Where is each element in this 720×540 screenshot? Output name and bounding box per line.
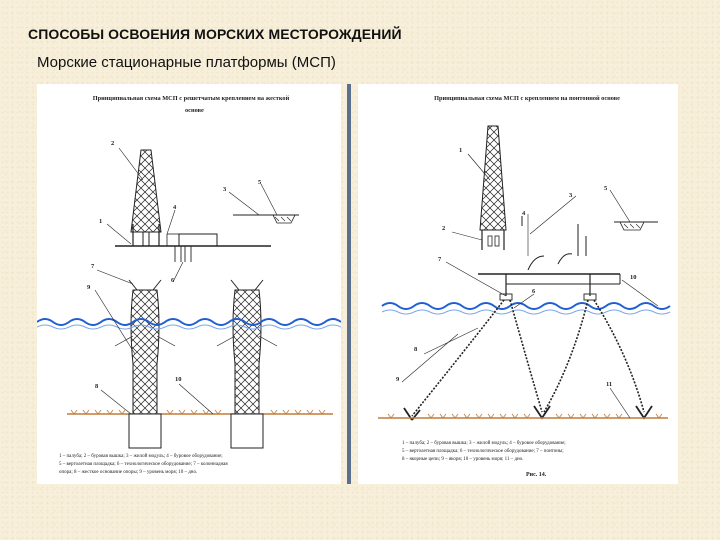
leader-lines bbox=[401, 153, 659, 419]
caption-line: 8 – якорные цепи; 9 – якоря; 10 – уровен… bbox=[402, 457, 524, 462]
slide-title: СПОСОБЫ ОСВОЕНИЯ МОРСКИХ МЕСТОРОЖДЕНИЙ bbox=[28, 26, 402, 42]
label-11: 11 bbox=[606, 381, 613, 388]
label-1: 1 bbox=[99, 218, 103, 225]
label-3: 3 bbox=[223, 186, 227, 193]
caption-line: 5 – вертолетная площадка; 6 – технологич… bbox=[402, 449, 564, 454]
helipad bbox=[233, 214, 299, 224]
fixed-platform-drawing bbox=[37, 147, 341, 449]
sea-level bbox=[381, 302, 671, 315]
pontoon-platform-drawing bbox=[378, 125, 671, 421]
fixed-platform-title: Принципиальная схема МСП с решетчатым кр… bbox=[51, 94, 331, 115]
drilling-equipment bbox=[521, 216, 587, 271]
label-8: 8 bbox=[414, 346, 418, 353]
label-1: 1 bbox=[459, 147, 463, 154]
caption-line: 1 – палуба; 2 – буровая вышка; 3 – жилой… bbox=[59, 454, 223, 459]
helipad bbox=[614, 221, 658, 231]
wave-arrows bbox=[114, 335, 278, 347]
drilling-derrick bbox=[479, 125, 507, 250]
fixed-platform-caption: 1 – палуба; 2 – буровая вышка; 3 – жилой… bbox=[59, 453, 339, 477]
label-3: 3 bbox=[569, 192, 573, 199]
caption-line: 1 – палуба; 2 – буровая вышка; 3 – жилой… bbox=[402, 441, 566, 446]
panel-divider bbox=[347, 84, 351, 484]
slide-subtitle: Морские стационарные платформы (МСП) bbox=[37, 54, 336, 71]
label-9: 9 bbox=[396, 376, 400, 383]
pontoon-platform-caption: 1 – палуба; 2 – буровая вышка; 3 – жилой… bbox=[402, 440, 674, 464]
label-10: 10 bbox=[630, 274, 637, 281]
column-support-right bbox=[230, 279, 264, 425]
pontoons bbox=[499, 293, 597, 301]
caption-line: опора; 8 – жесткое основание опоры; 9 – … bbox=[59, 470, 198, 475]
anchor-chains bbox=[411, 299, 645, 417]
label-8: 8 bbox=[95, 383, 99, 390]
seabed bbox=[378, 413, 668, 419]
seabed bbox=[67, 409, 333, 449]
fixed-platform-title-line1: Принципиальная схема МСП с решетчатым кр… bbox=[92, 95, 290, 102]
fixed-platform-diagram: Принципиальная схема МСП с решетчатым кр… bbox=[37, 84, 341, 484]
fixed-platform-title-line2: основе bbox=[185, 107, 204, 114]
sea-level bbox=[37, 318, 341, 330]
label-5: 5 bbox=[604, 185, 608, 192]
label-10: 10 bbox=[175, 376, 182, 383]
label-4: 4 bbox=[522, 210, 526, 217]
label-2: 2 bbox=[111, 140, 115, 147]
label-7: 7 bbox=[438, 256, 442, 263]
label-6: 6 bbox=[532, 288, 536, 295]
label-4: 4 bbox=[173, 204, 177, 211]
pontoon-platform-title: Принципиальная схема МСП с креплением на… bbox=[434, 95, 620, 102]
label-6: 6 bbox=[171, 277, 175, 284]
caption-line: 5 – вертолетная площадка; 6 – технологич… bbox=[59, 462, 228, 467]
pontoon-platform-diagram: Принципиальная схема МСП с креплением на… bbox=[358, 84, 678, 484]
label-7: 7 bbox=[91, 263, 95, 270]
platform-deck bbox=[115, 233, 271, 262]
platform-deck bbox=[478, 273, 621, 296]
label-2: 2 bbox=[442, 225, 446, 232]
figure-number: Рис. 14. bbox=[526, 472, 547, 478]
label-5: 5 bbox=[258, 179, 262, 186]
leader-lines bbox=[94, 147, 278, 415]
label-9: 9 bbox=[87, 284, 91, 291]
drilling-derrick bbox=[130, 149, 162, 246]
